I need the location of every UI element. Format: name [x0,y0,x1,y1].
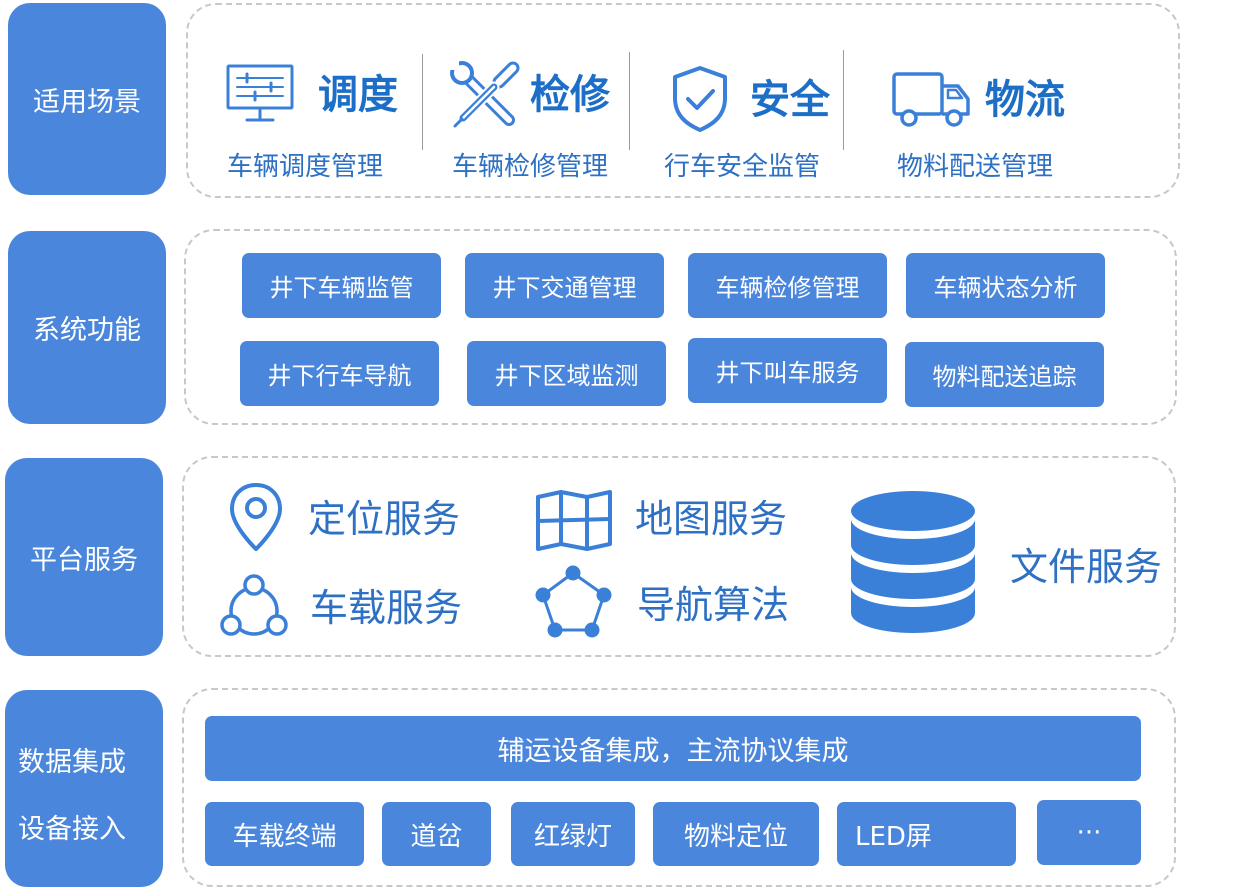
function-box: 车辆检修管理 [688,253,887,318]
device-box-more: ··· [1037,800,1141,865]
monitor-sliders-icon [225,63,295,123]
function-box: 井下车辆监管 [242,253,441,318]
function-box: 车辆状态分析 [906,253,1105,318]
shield-check-icon [670,65,730,133]
layer-label-scenarios: 适用场景 [8,3,166,195]
divider [843,50,844,150]
location-pin-icon [228,482,284,552]
scenario-subtitle-maintenance: 车辆检修管理 [452,152,609,182]
layer-label-line-device-access: 设备接入 [18,814,126,845]
scenario-subtitle-logistics: 物料配送管理 [897,152,1054,182]
device-box: 红绿灯 [511,802,635,866]
layer-label-integration: 数据集成 设备接入 [5,690,163,887]
divider [629,52,630,150]
truck-icon [891,70,971,130]
pentagon-nodes-icon [535,565,612,638]
platform-panel [182,456,1176,657]
network-circle-icon [219,573,289,639]
integration-panel [182,688,1176,887]
function-box: 井下行车导航 [240,341,439,406]
scenario-title-dispatch: 调度 [318,72,398,118]
function-box: 井下交通管理 [465,253,664,318]
scenario-title-logistics: 物流 [985,77,1065,123]
layer-label-platform: 平台服务 [5,458,163,656]
layer-label-line-data-integration: 数据集成 [18,747,126,778]
scenario-subtitle-dispatch: 车辆调度管理 [227,152,384,182]
device-box: 道岔 [382,802,491,866]
database-icon [849,489,977,637]
wrench-screwdriver-icon [449,60,521,130]
layer-label-functions: 系统功能 [8,231,166,424]
function-box: 井下叫车服务 [688,338,887,403]
scenario-title-safety: 安全 [750,77,830,123]
integration-banner: 辅运设备集成，主流协议集成 [205,716,1141,781]
scenarios-panel [186,3,1180,198]
platform-service-map: 地图服务 [635,497,788,541]
device-box: LED屏 [837,802,1016,866]
functions-panel [184,229,1177,425]
device-box: 物料定位 [653,802,819,866]
platform-service-onboard: 车载服务 [310,586,463,630]
divider [422,54,423,150]
platform-service-file: 文件服务 [1010,545,1163,589]
platform-service-location: 定位服务 [308,497,461,541]
device-box: 车载终端 [205,802,364,866]
scenario-subtitle-safety: 行车安全监管 [664,152,821,182]
function-box: 物料配送追踪 [905,342,1104,407]
function-box: 井下区域监测 [467,341,666,406]
platform-service-navigation-algorithm: 导航算法 [637,583,790,627]
scenario-title-maintenance: 检修 [530,72,610,118]
folded-map-icon [535,489,613,552]
